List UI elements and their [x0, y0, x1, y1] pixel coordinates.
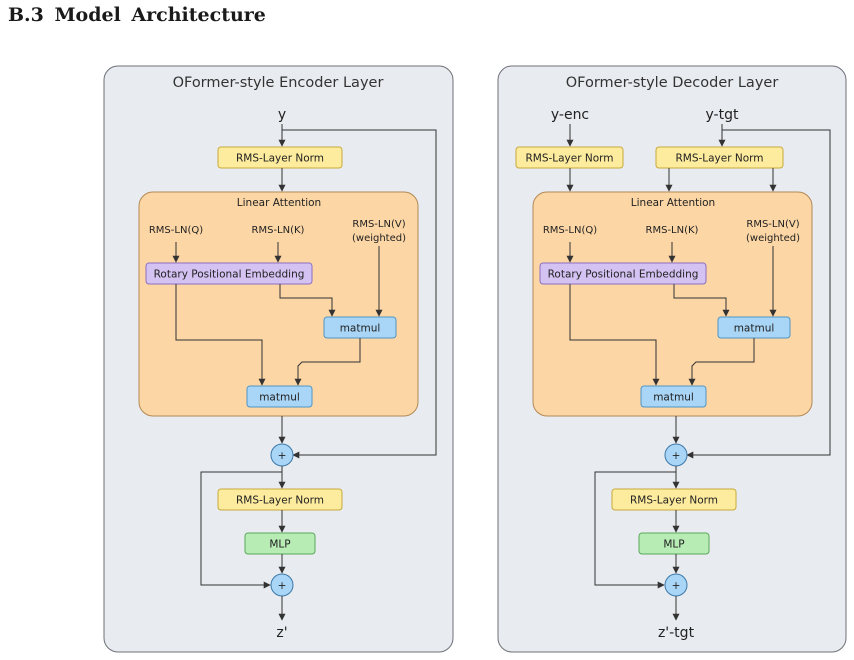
encoder-v-label: RMS-LN(V) — [352, 219, 405, 230]
encoder-add1-label: + — [278, 450, 287, 462]
encoder-linear-attention — [138, 191, 419, 417]
encoder-matmul1-label: matmul — [340, 323, 381, 335]
encoder-rope-label: Rotary Positional Embedding — [154, 269, 305, 281]
decoder-input-ytgt: y-tgt — [706, 107, 739, 123]
decoder-attention-title: Linear Attention — [631, 197, 715, 209]
encoder-norm2-label: RMS-Layer Norm — [236, 495, 324, 507]
decoder-rope — [539, 262, 707, 285]
encoder-norm1 — [217, 146, 343, 169]
decoder-add2-label: + — [672, 580, 681, 592]
encoder-residual-2 — [200, 471, 282, 589]
decoder-norm2-label: RMS-Layer Norm — [630, 495, 718, 507]
decoder-arrow-q-matmul — [569, 284, 660, 386]
decoder-norm1 — [655, 146, 784, 169]
encoder-arrow-k-matmul — [279, 284, 336, 317]
decoder-matmul2-label: matmul — [653, 392, 694, 404]
encoder-q-label: RMS-LN(Q) — [149, 225, 203, 236]
decoder-k-label: RMS-LN(K) — [646, 225, 699, 236]
encoder-arrow-q-matmul — [175, 284, 266, 386]
encoder-rope — [145, 262, 313, 285]
decoder-v-label: RMS-LN(V) — [746, 219, 799, 230]
decoder-mlp — [638, 532, 710, 555]
decoder-q-label: RMS-LN(Q) — [543, 225, 597, 236]
decoder-linear-attention — [532, 191, 813, 417]
decoder-input-yenc: y-enc — [551, 107, 589, 123]
encoder-matmul2-label: matmul — [259, 392, 300, 404]
decoder-norm1-label: RMS-Layer Norm — [675, 153, 763, 165]
decoder-title: OFormer-style Decoder Layer — [566, 75, 779, 91]
decoder-norm-enc-label: RMS-Layer Norm — [525, 153, 613, 165]
encoder-attention-title: Linear Attention — [237, 197, 321, 209]
encoder-output: z' — [276, 625, 287, 641]
decoder-output: z'-tgt — [658, 625, 695, 641]
encoder-norm2 — [217, 488, 343, 511]
decoder-arrow-matmul-chain — [688, 338, 755, 386]
encoder-norm1-label: RMS-Layer Norm — [236, 153, 324, 165]
decoder-layer: OFormer-style Decoder Layer y-enc y-tgt … — [497, 65, 847, 653]
decoder-rope-label: Rotary Positional Embedding — [548, 269, 699, 281]
decoder-matmul2 — [640, 385, 707, 408]
encoder-input-y: y — [278, 107, 286, 123]
decoder-mlp-label: MLP — [663, 539, 684, 551]
encoder-add2-label: + — [278, 580, 287, 592]
section-heading: B.3 Model Architecture — [8, 4, 266, 26]
encoder-k-label: RMS-LN(K) — [252, 225, 305, 236]
decoder-residual-2 — [594, 471, 676, 589]
encoder-mlp — [244, 532, 316, 555]
encoder-layer: OFormer-style Encoder Layer y RMS-Layer … — [103, 65, 454, 653]
encoder-arrow-matmul-chain — [294, 338, 361, 386]
encoder-v-sub: (weighted) — [352, 233, 406, 244]
encoder-matmul2 — [246, 385, 313, 408]
decoder-add1-label: + — [672, 450, 681, 462]
decoder-matmul1-label: matmul — [734, 323, 775, 335]
encoder-mlp-label: MLP — [269, 539, 290, 551]
decoder-arrow-k-matmul — [673, 284, 730, 317]
decoder-v-sub: (weighted) — [746, 233, 800, 244]
decoder-norm2 — [611, 488, 737, 511]
encoder-title: OFormer-style Encoder Layer — [173, 75, 384, 91]
